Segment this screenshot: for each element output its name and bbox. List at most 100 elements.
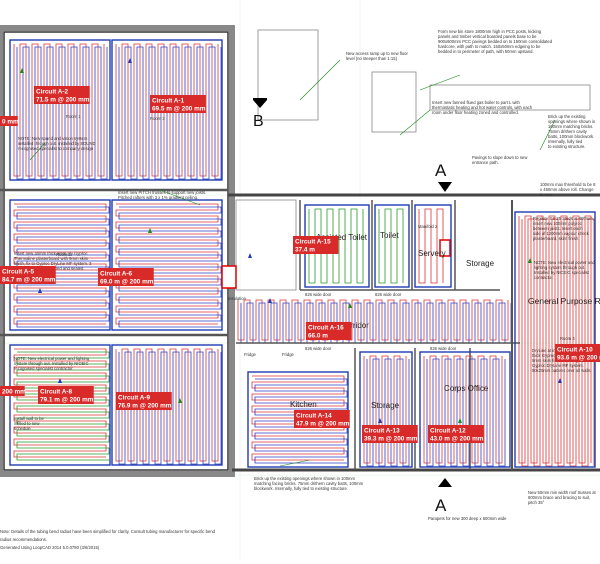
heating-pipe-loop [16, 46, 108, 180]
circuit-name: Circuit A-1 [152, 98, 185, 105]
flow-arrow-icon [38, 288, 42, 293]
circuit-detail: 79.1 m @ 200 mm [40, 397, 94, 404]
flow-arrow-icon [268, 298, 272, 303]
heating-pipe-loop [426, 358, 506, 467]
door-label-1: 826 wide door [305, 292, 332, 297]
heating-pipe-loop [13, 203, 107, 325]
section-marker-label: B [253, 113, 264, 130]
circuit-name: Circuit A-13 [364, 428, 400, 435]
room-label-corps-office: Corps Office [444, 384, 489, 393]
room-label-corridor: Corridor [340, 321, 369, 330]
circuit-name: Circuit A-15 [295, 239, 331, 246]
circuit-detail: 71.5 m @ 200 mm [36, 97, 90, 104]
circuit-label-a7: 200 mm [0, 386, 26, 396]
note-bin-store: Form new bin store 1800mm high in PCC po… [438, 29, 553, 54]
circuit-detail: 93.6 m @ 200 mm [557, 355, 600, 362]
note-parapets: Parapets for new 300 deep x 600mm wide [428, 516, 507, 521]
circuit-name: Circuit A-10 [557, 347, 593, 354]
flow-arrow-icon [178, 398, 182, 403]
circuit-detail: 0 mm [2, 119, 19, 126]
circuit-detail: 66.0 m [308, 333, 328, 340]
room-label-servery: Servery [418, 249, 446, 258]
walls [0, 25, 600, 477]
flow-arrow-icon [458, 418, 462, 423]
manifold-1 [221, 265, 237, 289]
circuit-label-a2: Circuit A-271.5 m @ 200 mm [34, 86, 90, 104]
circuit-label-box [116, 392, 172, 410]
zone-boundaries [9, 39, 596, 468]
door-label-2: 826 wide door [375, 292, 402, 297]
circuit-label-box [555, 344, 600, 362]
circuit-label-box [428, 425, 484, 443]
flow-arrow-icon [558, 378, 562, 383]
circuit-detail: 84.7 m @ 200 mm [2, 277, 56, 284]
circuit-detail: 37.4 m [295, 247, 315, 254]
circuit-name: Circuit A-16 [308, 325, 344, 332]
manifold-2 [439, 239, 451, 257]
room-label-room3: Room 3 [150, 116, 165, 121]
insulation-label: Insulation [228, 296, 247, 301]
section-marker-b: B [253, 98, 267, 130]
footer-note-line3: Generated Using LoopCAD 2014 5.0.0780 (3… [0, 545, 100, 550]
section-arrow-top: A [435, 161, 452, 192]
room-label-storage-bottom: Storage [371, 401, 400, 410]
note-bottom-brick: Brick up the existing openings where sho… [254, 476, 364, 491]
section-arrow-top-label: A [435, 161, 447, 180]
door-label-3: 826 wide door [305, 346, 332, 351]
circuit-detail: 69.5 m @ 200 mm [152, 106, 206, 113]
circuit-name: Circuit A-14 [296, 413, 332, 420]
note-seal-right: Replace SS 25 Studs at 400mm,insert new … [533, 216, 594, 241]
room-label-kitchen: Kitchen [290, 400, 317, 409]
circuit-name: Circuit A-6 [100, 271, 133, 278]
flow-arrow-icon [148, 228, 152, 233]
door-label-4: 826 wide door [430, 346, 457, 351]
heating-pipe-loop [13, 43, 105, 177]
flow-arrow-icon [378, 418, 382, 423]
circuit-label-box [306, 322, 352, 340]
circuit-label-box [294, 410, 350, 428]
circuit-label-box [150, 95, 206, 113]
heating-pipe-loop [118, 46, 222, 180]
circuit-name: Circuit A-12 [430, 428, 466, 435]
circuit-label-a8: Circuit A-879.1 m @ 200 mm [38, 386, 94, 404]
room-label-room1: Room 1 [66, 114, 81, 119]
heating-pipe-loop [115, 203, 219, 325]
heating-pipe-loop [16, 206, 110, 328]
circuit-label-box [293, 236, 339, 254]
note-leaders [29, 59, 556, 467]
heating-pipe-loop [518, 215, 592, 464]
flow-arrow-icon [248, 253, 252, 258]
circuit-name: Circuit A-8 [40, 389, 73, 396]
manifolds: Manifold 2 [221, 224, 451, 289]
circuit-label-box [362, 425, 418, 443]
flow-arrow-icon [348, 303, 352, 308]
room-label-general-purpose: General Purpose Room / Lounge [528, 296, 600, 306]
circuit-detail: 39.3 m @ 200 mm [364, 436, 418, 443]
circuit-label-box [0, 386, 25, 396]
room-label-storage-top: Storage [466, 259, 495, 268]
section-arrow-bottom-label: A [435, 496, 447, 515]
circuit-label-a1: Circuit A-169.5 m @ 200 mm [150, 95, 206, 113]
flow-arrow-icon [528, 258, 532, 263]
heating-pipe-loop [366, 358, 410, 467]
circuit-name: Circuit A-2 [36, 89, 69, 96]
fridge-label-right: Fridge [282, 352, 295, 357]
note-boiler: Insert new fanned flued gas boiler to pa… [432, 100, 533, 115]
flow-arrow-icon [128, 58, 132, 63]
heating-pipe-loop [118, 351, 222, 465]
